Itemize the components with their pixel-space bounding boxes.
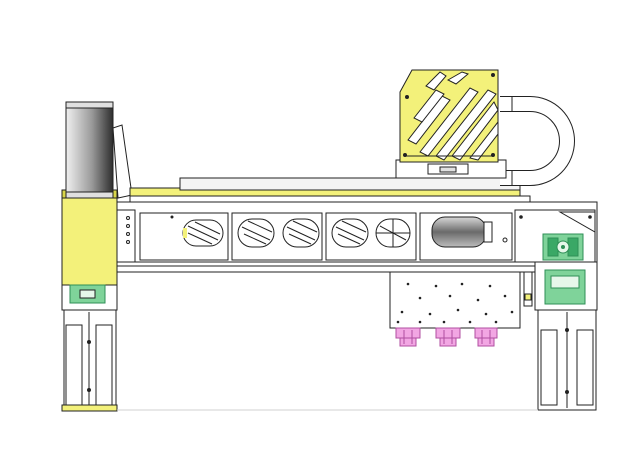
green-servo-motor (542, 233, 584, 261)
left-leg-bolt (87, 340, 91, 344)
screw-oval (331, 218, 369, 248)
guard-screw (405, 95, 409, 99)
beam-indicator-hole (126, 232, 130, 236)
end-plate-hole (519, 215, 523, 219)
rail-cover (179, 177, 521, 191)
left-clamp-bolt (79, 289, 96, 299)
connector-1 (395, 327, 421, 347)
ball-screw-windows (139, 212, 513, 261)
roller-body (65, 101, 114, 199)
left-column-yellow-body (61, 189, 118, 286)
carriage-body (389, 271, 521, 329)
rail-base (129, 195, 531, 203)
left-leg-bolt (87, 388, 91, 392)
roller-bracket-arm (112, 124, 133, 199)
servo-cylinder (431, 216, 493, 248)
beam-indicator-hole (126, 216, 130, 220)
right-sensor-tip (524, 293, 532, 301)
left-leg-slot-b (95, 324, 113, 406)
beam-mark (170, 215, 174, 219)
beam-lower-flange (116, 261, 598, 273)
screw-oval (237, 218, 275, 248)
screw-oval (282, 218, 320, 248)
guard-mount (395, 159, 507, 179)
beam-indicator-hole (126, 224, 130, 228)
screw-oval (375, 218, 411, 248)
right-sensor-rod (523, 271, 533, 307)
right-leg-bolt (565, 328, 569, 332)
right-support-column (523, 261, 598, 411)
yellow-safety-guard (399, 69, 499, 163)
beam-indicator-hole (126, 240, 130, 244)
end-plate-hole (588, 215, 592, 219)
right-leg-bolt (565, 390, 569, 394)
left-support-column (61, 189, 118, 412)
cable-carrier (500, 96, 575, 186)
right-leg-slot-b (576, 329, 594, 406)
right-clamp-window (550, 275, 580, 289)
carriage-holes (396, 282, 514, 324)
roller-top-edge (65, 101, 114, 109)
left-foot-plate (61, 404, 118, 412)
carriage-plate (389, 271, 521, 329)
connector-3 (474, 327, 498, 347)
right-leg-slot-a (540, 329, 558, 406)
guard-slots (407, 71, 498, 161)
drive-roller (65, 101, 133, 199)
motor-shaft-center (561, 245, 565, 249)
left-leg-slot-a (65, 324, 83, 406)
end-plate-chamfer (558, 211, 596, 233)
guard-screw (491, 73, 495, 77)
guard-mount-slot (439, 166, 457, 173)
pink-connectors (395, 327, 498, 347)
screw-oval (182, 219, 224, 247)
guard-screw (491, 153, 495, 157)
guard-screw (403, 153, 407, 157)
connector-2 (435, 327, 461, 347)
beam-bolt (502, 237, 508, 243)
top-rail (129, 177, 531, 203)
roller-bottom-edge (65, 191, 114, 199)
